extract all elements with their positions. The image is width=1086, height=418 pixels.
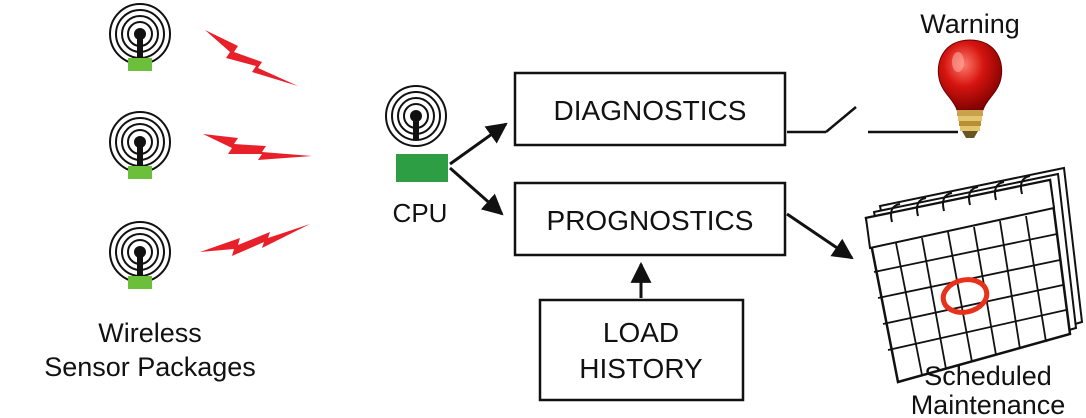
maintenance-label-line2: Maintenance — [911, 390, 1066, 418]
prognostics-box — [513, 181, 787, 257]
lightning-bolt-icon — [203, 134, 312, 160]
cpu-label: CPU — [393, 198, 448, 228]
light-bulb-icon — [937, 39, 1003, 138]
wireless-sensor-icon — [385, 85, 447, 147]
sensor-2 — [109, 111, 312, 179]
diagnostics-box — [513, 71, 787, 147]
sensor-3 — [109, 221, 310, 289]
sensors-label-line2: Sensor Packages — [44, 352, 256, 382]
cpu-node — [385, 85, 448, 182]
diagnostics-label: DIAGNOSTICS — [554, 95, 747, 126]
arrow-cpu-diagnostics — [449, 122, 508, 166]
sensor-base — [128, 58, 152, 71]
load-history-label-line2: HISTORY — [579, 353, 703, 384]
lightning-bolt-icon — [205, 30, 298, 86]
load-history-label-line1: LOAD — [603, 317, 679, 348]
cpu-icon — [396, 154, 448, 182]
prognostics-label: PROGNOSTICS — [547, 205, 754, 236]
sensors-label-line1: Wireless — [98, 318, 202, 348]
sensor-1 — [109, 3, 298, 86]
sensor-base — [128, 276, 152, 289]
lightning-bolt-icon — [200, 224, 310, 256]
switch-icon — [825, 106, 857, 133]
arrow-prognostics-calendar — [786, 212, 854, 260]
warning-label: Warning — [920, 9, 1020, 39]
maintenance-label-line1: Scheduled — [924, 361, 1052, 391]
arrow-cpu-prognostics — [449, 166, 504, 216]
wireless-sensor-icon — [109, 3, 171, 65]
sensor-base — [128, 166, 152, 179]
calendar-icon — [864, 166, 1084, 384]
scheduled-date-marker — [940, 277, 990, 315]
wireless-sensor-icon — [109, 221, 171, 283]
load-history-box — [538, 298, 745, 402]
wireless-sensor-icon — [109, 111, 171, 173]
